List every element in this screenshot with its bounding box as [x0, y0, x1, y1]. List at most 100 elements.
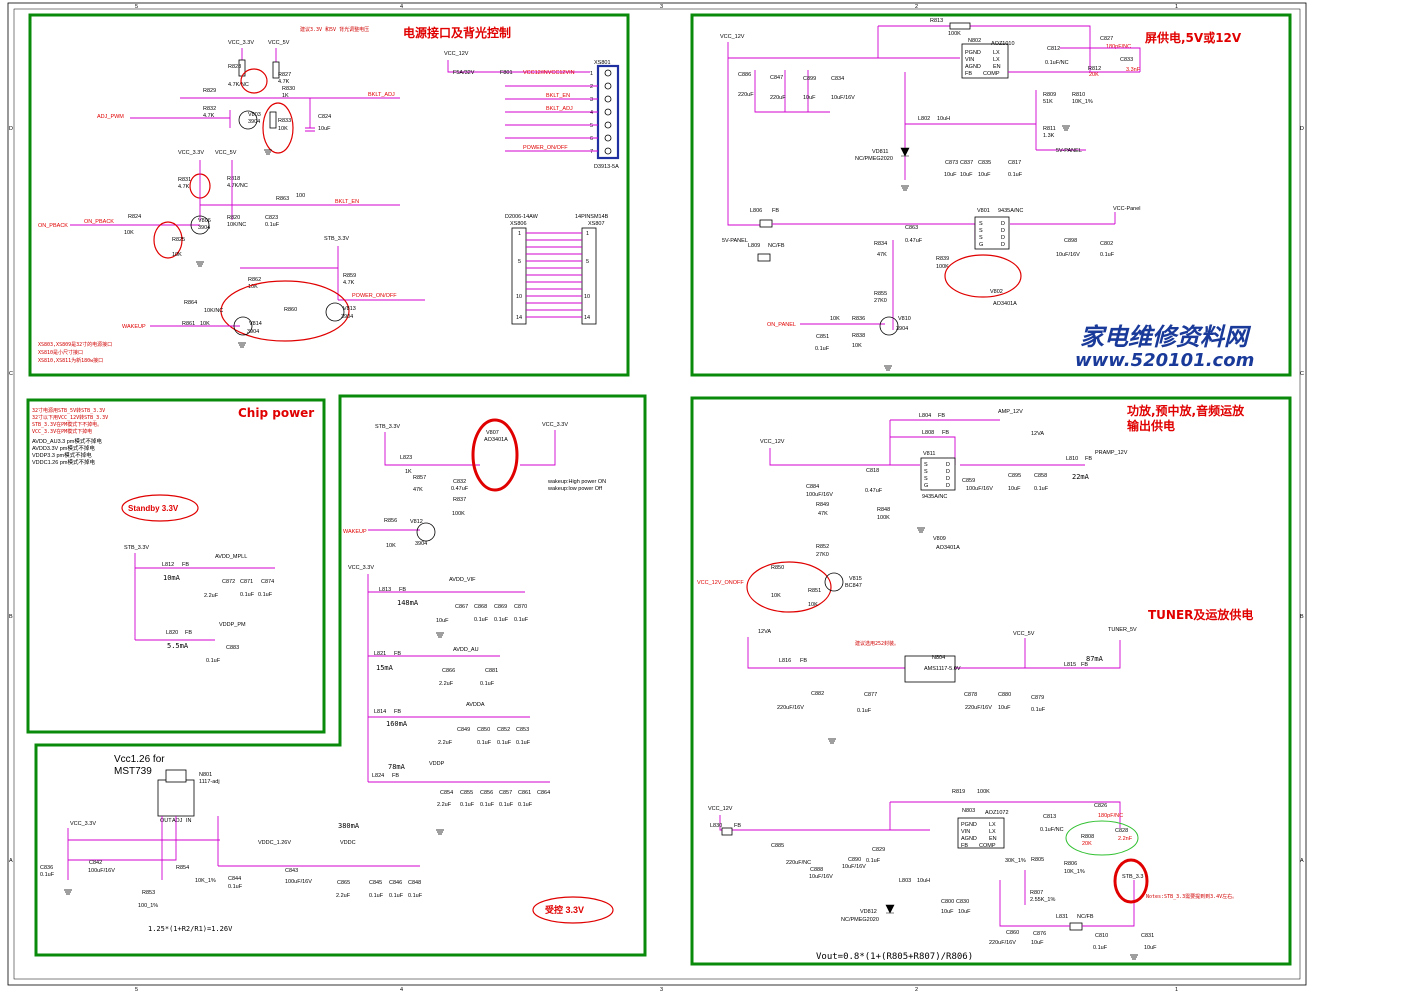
label: 3904 — [248, 119, 260, 125]
label: 10K — [808, 602, 818, 608]
net: AVDD_VIF — [449, 577, 476, 583]
label: 1.3K — [1043, 133, 1055, 139]
sheet-inner-border — [13, 8, 1301, 980]
label: 2.2uF — [438, 740, 453, 746]
wire — [754, 70, 830, 113]
label: C871 — [240, 579, 253, 585]
label: L815 — [1064, 662, 1076, 668]
label: 100uF/16V — [966, 486, 993, 492]
label: C829 — [872, 847, 885, 853]
label: R861 — [182, 321, 195, 327]
label: R864 — [184, 300, 197, 306]
label: 100 — [296, 193, 305, 199]
label: C882 — [811, 691, 824, 697]
label: C865 — [337, 880, 350, 886]
label: 0.1uF — [516, 740, 531, 746]
resistor — [949, 22, 971, 30]
label: R848 — [877, 507, 890, 513]
label: C860 — [1006, 930, 1019, 936]
label: 3904 — [341, 314, 353, 320]
tuner-note: 建议选用252封装。 — [855, 640, 899, 647]
highlight-circle — [944, 254, 1022, 298]
label: 100uF/16V — [285, 879, 312, 885]
label: R819 — [952, 789, 965, 795]
border-num: 1 — [1175, 4, 1178, 10]
label: 100K — [948, 31, 961, 37]
label: 0.1uF — [369, 893, 384, 899]
label: L820 — [166, 630, 178, 636]
label: C857 — [499, 790, 512, 796]
pin: ADJ — [172, 818, 183, 824]
ic-tab — [165, 769, 187, 783]
label: FB — [399, 587, 406, 593]
wire — [240, 246, 425, 301]
label: 0.1uF — [265, 222, 280, 228]
label: 10K — [278, 126, 288, 132]
label: R850 — [771, 565, 784, 571]
label: NC/FB — [768, 243, 785, 249]
label: D3913-5A — [594, 164, 619, 170]
label: 4.7K — [178, 184, 190, 190]
label: V807 — [486, 430, 499, 436]
label: R825 — [172, 237, 185, 243]
label: 1K — [405, 469, 412, 475]
label: 0.1uF — [494, 617, 509, 623]
connector-xs806 — [511, 227, 527, 325]
label: R862 — [248, 277, 261, 283]
border-letter: C — [1300, 371, 1304, 377]
label: L821 — [374, 651, 386, 657]
label: 0.1uF — [480, 802, 495, 808]
ferrite — [1069, 922, 1083, 931]
net: AMP_12V — [998, 409, 1023, 415]
label: C837 — [960, 160, 973, 166]
highlight-circle — [220, 280, 350, 342]
label: F5A/32V — [453, 70, 475, 76]
label: N802 — [968, 38, 981, 44]
highlight-circle — [262, 102, 294, 154]
label: FB — [942, 430, 949, 436]
ferrite — [757, 253, 771, 262]
frame-amp-power — [690, 396, 1292, 966]
transistor — [824, 572, 844, 592]
label: 10uF — [958, 909, 971, 915]
wire — [904, 72, 1086, 180]
pin: D — [1001, 235, 1005, 241]
label: 10uH — [937, 116, 950, 122]
pin: S — [924, 462, 928, 468]
net: VCC_3.3V — [70, 821, 96, 827]
label: R838 — [852, 333, 865, 339]
label: 2.2uF — [437, 802, 452, 808]
label: R855 — [874, 291, 887, 297]
label: R810 — [1072, 92, 1085, 98]
label: 0.1uF — [497, 740, 512, 746]
title-amp-power: 功放,预中放,音频运放 — [1127, 403, 1245, 418]
label: R860 — [284, 307, 297, 313]
pin: 7 — [590, 149, 593, 155]
label: R834 — [874, 241, 887, 247]
label: C878 — [964, 692, 977, 698]
net: VCC_3.3V — [348, 565, 374, 571]
net-adj-pwm: ADJ_PWM — [97, 114, 124, 120]
pin: 10 — [516, 294, 522, 300]
label: 10uF — [998, 705, 1011, 711]
label: 0.1uF/NC — [1040, 827, 1064, 833]
note: STB_3.3V在PM模式下不掉电。 — [32, 421, 102, 428]
label: 3.3nF — [1126, 67, 1141, 73]
label: XS806 — [510, 221, 527, 227]
pin: EN — [993, 64, 1001, 70]
ferrite — [721, 827, 733, 836]
label: FB — [1081, 662, 1088, 668]
label: R852 — [816, 544, 829, 550]
frame-panel-power — [690, 13, 1292, 377]
transistor — [325, 302, 345, 322]
label: R820 — [227, 215, 240, 221]
label: C850 — [477, 727, 490, 733]
label: 10K — [248, 284, 258, 290]
pin: S — [924, 476, 928, 482]
pin: 6 — [590, 136, 593, 142]
label: V803 — [248, 112, 261, 118]
net: VCC_3.3V — [542, 422, 568, 428]
label: 10uF — [803, 95, 816, 101]
label: 10uF — [318, 126, 331, 132]
border-num: 4 — [400, 987, 403, 993]
